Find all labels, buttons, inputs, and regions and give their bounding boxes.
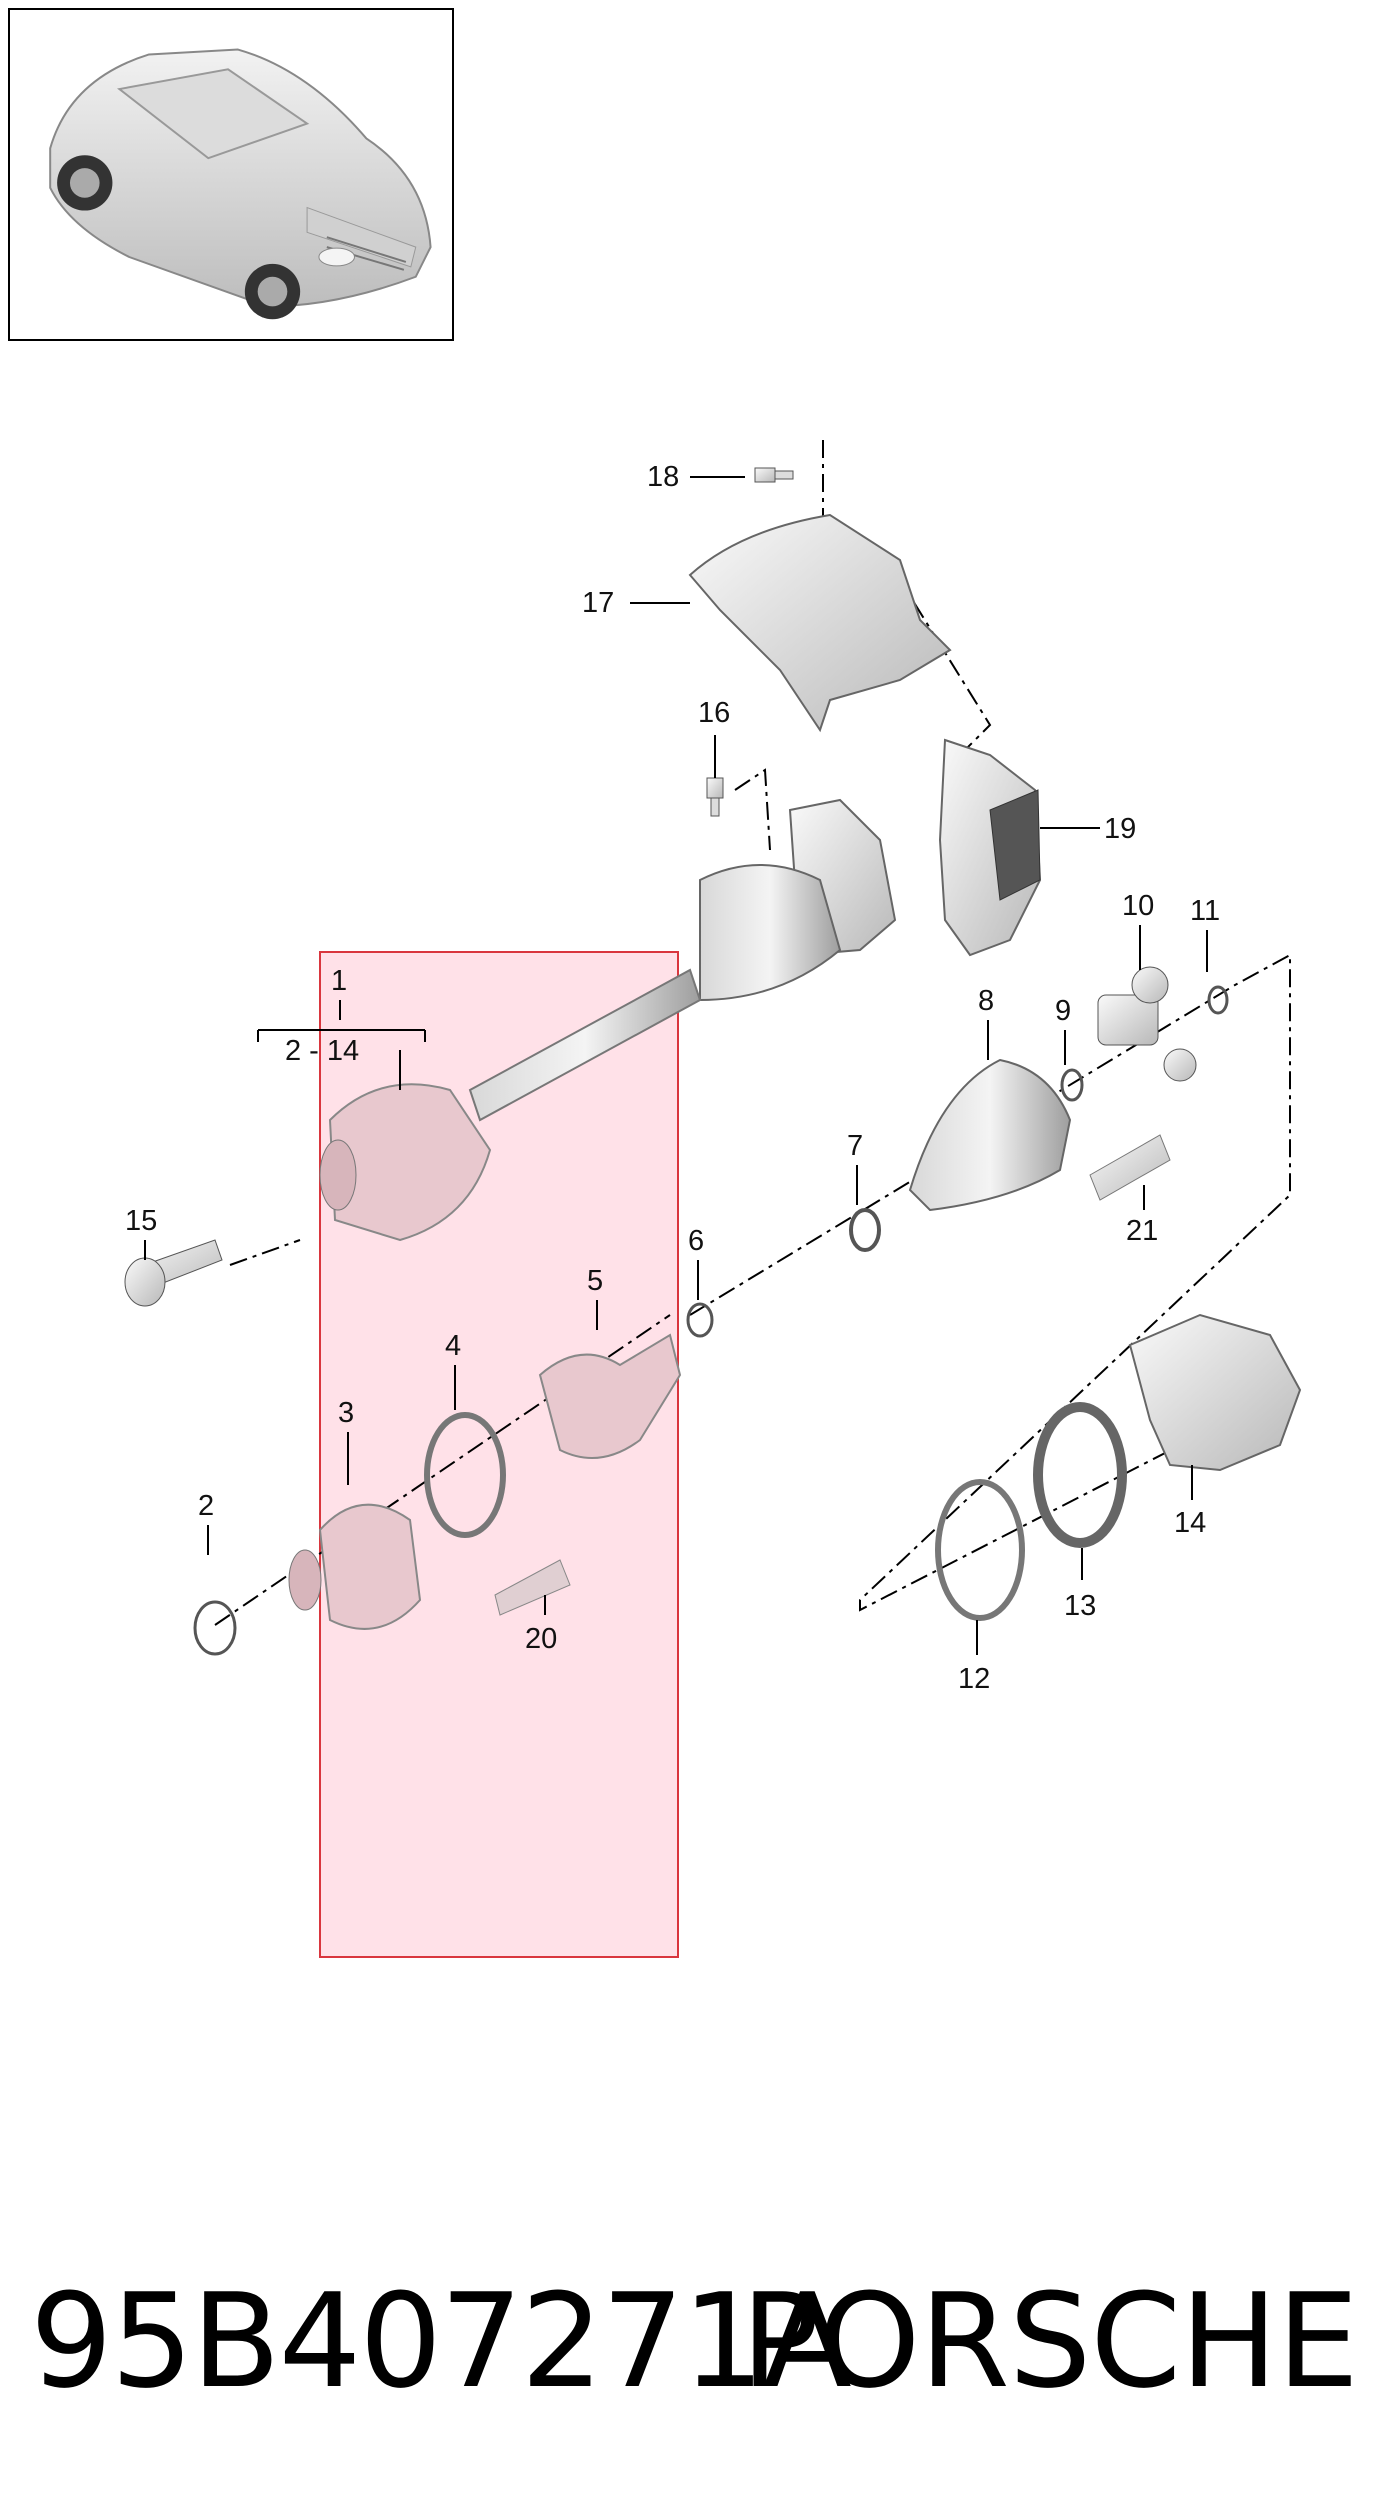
callout-1: 1: [331, 965, 347, 997]
part-21-grease: [1089, 1134, 1171, 1201]
part-17-heat-shield: [688, 513, 952, 733]
part-2-ring: [193, 1600, 237, 1656]
part-3-joint: [288, 1503, 422, 1630]
callout-7: 7: [847, 1130, 863, 1162]
callout-4: 4: [445, 1330, 461, 1362]
part-13-clamp: [1033, 1402, 1127, 1548]
suv-car-icon: [49, 48, 432, 320]
footer: 95B407271A PORSCHE: [0, 2265, 1378, 2417]
part-18-bolt: [754, 467, 794, 483]
part-6-circlip: [686, 1302, 714, 1338]
callout-19: 19: [1104, 813, 1136, 845]
part-9-circlip: [1060, 1068, 1084, 1102]
callout-21: 21: [1126, 1215, 1158, 1247]
brand-name: PORSCHE: [740, 2265, 1359, 2417]
part-16-bolt: [706, 777, 724, 817]
callout-15: 15: [125, 1205, 157, 1237]
part-11-circlip: [1207, 985, 1229, 1015]
part-10-tripod: [1097, 966, 1197, 1082]
callout-16: 16: [698, 697, 730, 729]
part-4-clamp: [424, 1412, 506, 1538]
callout-11: 11: [1190, 895, 1220, 927]
callout-6: 6: [688, 1225, 704, 1257]
part-20-grease: [494, 1559, 571, 1616]
part-19-bracket: [938, 738, 1042, 957]
assembly-line-16: [734, 768, 771, 851]
callout-2: 2: [198, 1490, 214, 1522]
part-8-boot: [908, 1058, 1072, 1212]
drive-shaft-assembly: [319, 798, 897, 1242]
part-15-bolt: [124, 1239, 223, 1307]
part-5-boot: [538, 1333, 682, 1459]
callout-20: 20: [525, 1623, 557, 1655]
part-7-ring: [849, 1208, 881, 1252]
callout-2-14: 2 - 14: [285, 1035, 359, 1067]
part-14-housing: [1128, 1313, 1302, 1472]
callout-3: 3: [338, 1397, 354, 1429]
callout-12: 12: [958, 1663, 990, 1695]
callout-9: 9: [1055, 995, 1071, 1027]
part-number: 95B407271A: [30, 2265, 852, 2417]
part-12-clamp: [935, 1479, 1025, 1621]
callout-13: 13: [1064, 1590, 1096, 1622]
vehicle-thumbnail: [8, 8, 454, 341]
callout-18: 18: [647, 461, 679, 493]
parts-diagram: 18 17 16 19 1 2 - 14 15 2 3 4 5 6 7 8 9 …: [124, 440, 1302, 1958]
assembly-line-main: [229, 953, 1291, 1612]
callout-10: 10: [1122, 890, 1154, 922]
callout-17: 17: [582, 587, 614, 619]
callout-8: 8: [978, 985, 994, 1017]
callout-14: 14: [1174, 1507, 1206, 1539]
callout-5: 5: [587, 1265, 603, 1297]
